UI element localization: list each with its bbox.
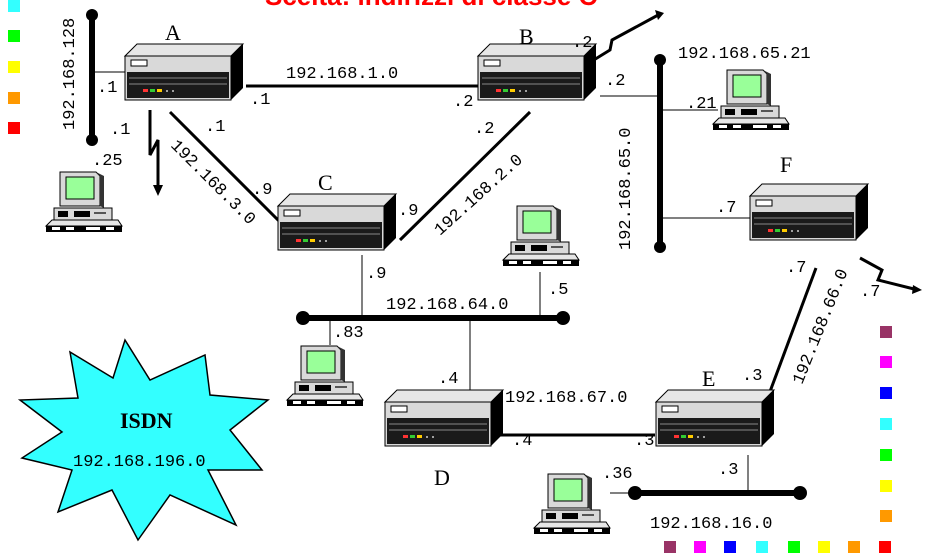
network-c-lan-label: 192.168.64.0: [386, 296, 508, 315]
bottom-square-red: [879, 541, 891, 553]
router-c-label: C: [318, 170, 333, 195]
pc-left: [45, 171, 123, 233]
router-a: [124, 43, 244, 101]
pc-c-lan-right: [502, 205, 580, 267]
router-e-label: E: [702, 366, 715, 391]
legend-square-cyan: [8, 0, 20, 12]
iface-f-down: .7: [786, 259, 806, 278]
iface-host-c-left: .83: [333, 324, 364, 343]
legend-square-yellow: [880, 480, 892, 492]
legend-square-yellow: [8, 61, 20, 73]
serial-link-b: [583, 12, 661, 68]
iface-a-down: .1: [110, 121, 130, 140]
network-ac-label: 192.168.3.0: [166, 137, 259, 230]
legend-square-magenta: [880, 356, 892, 368]
router-a-label: A: [165, 20, 181, 45]
iface-f-left: .7: [716, 199, 736, 218]
iface-host-e: .36: [602, 465, 633, 484]
isdn-network-label: 192.168.196.0: [73, 453, 206, 472]
serial-link-a: [148, 110, 160, 190]
iface-a-diag: .1: [205, 118, 225, 137]
left-bus-end-top: [86, 9, 98, 21]
pc-e-lan: [533, 473, 611, 535]
iface-b-left: .2: [453, 93, 473, 112]
legend-square-green: [8, 30, 20, 42]
right-color-squares: [880, 326, 892, 522]
router-f: [749, 183, 869, 241]
legend-square-blue: [880, 387, 892, 399]
iface-e-left: .3: [634, 432, 654, 451]
iface-f-serial: .7: [860, 283, 880, 302]
pc-b-lan: [712, 69, 790, 131]
host-b-address: 192.168.65.21: [678, 45, 811, 64]
bottom-square-purple: [664, 541, 676, 553]
serial-link-f: [859, 256, 919, 292]
left-lan-label: 192.168.128: [61, 18, 80, 130]
iface-a-right: .1: [250, 91, 270, 110]
iface-a-left: .1: [97, 79, 117, 98]
iface-d-right: .4: [512, 432, 532, 451]
bottom-square-cyan: [756, 541, 768, 553]
bottom-square-green: [788, 541, 800, 553]
legend-square-cyan: [880, 418, 892, 430]
legend-square-orange: [8, 92, 20, 104]
left-bus-end-bottom: [86, 134, 98, 146]
bottom-square-blue: [724, 541, 736, 553]
isdn-label: ISDN: [120, 408, 173, 433]
router-c: [277, 193, 397, 251]
iface-d-up: .4: [438, 370, 458, 389]
iface-e-up: .3: [742, 367, 762, 386]
left-color-squares: [8, 0, 20, 134]
legend-square-purple: [880, 326, 892, 338]
network-de-label: 192.168.67.0: [505, 389, 627, 408]
network-b-lan-label: 192.168.65.0: [617, 128, 636, 250]
legend-square-green: [880, 449, 892, 461]
network-e-lan-label: 192.168.16.0: [650, 515, 772, 534]
link-e-f: [763, 267, 818, 406]
network-ef-label: 192.168.66.0: [790, 267, 853, 388]
iface-host-c-right: .5: [548, 281, 568, 300]
bottom-color-squares: [664, 541, 891, 553]
iface-b-serial: .2: [572, 34, 592, 53]
router-f-label: F: [780, 152, 792, 177]
legend-square-orange: [880, 510, 892, 522]
router-d: [384, 389, 504, 447]
iface-host-b: .21: [686, 95, 717, 114]
page-title: Scelta: indirizzi di classe C: [265, 0, 598, 11]
legend-square-red: [8, 122, 20, 134]
iface-host-left: .25: [92, 152, 123, 171]
iface-e-down: .3: [718, 461, 738, 480]
isdn-cloud: [17, 338, 270, 542]
iface-c-right: .9: [398, 202, 418, 221]
link-a-c: [168, 110, 290, 232]
bottom-square-orange: [848, 541, 860, 553]
iface-c-left: .9: [252, 181, 272, 200]
router-b-label: B: [519, 24, 534, 49]
bottom-square-yellow: [818, 541, 830, 553]
bottom-square-magenta: [694, 541, 706, 553]
iface-b-down: .2: [474, 120, 494, 139]
pc-c-lan-left: [286, 345, 364, 407]
network-ab-label: 192.168.1.0: [286, 65, 398, 84]
iface-c-down: .9: [366, 265, 386, 284]
router-d-label: D: [434, 465, 450, 490]
router-e: [655, 389, 775, 447]
iface-b-right: .2: [605, 72, 625, 91]
link-b-c: [398, 110, 532, 242]
